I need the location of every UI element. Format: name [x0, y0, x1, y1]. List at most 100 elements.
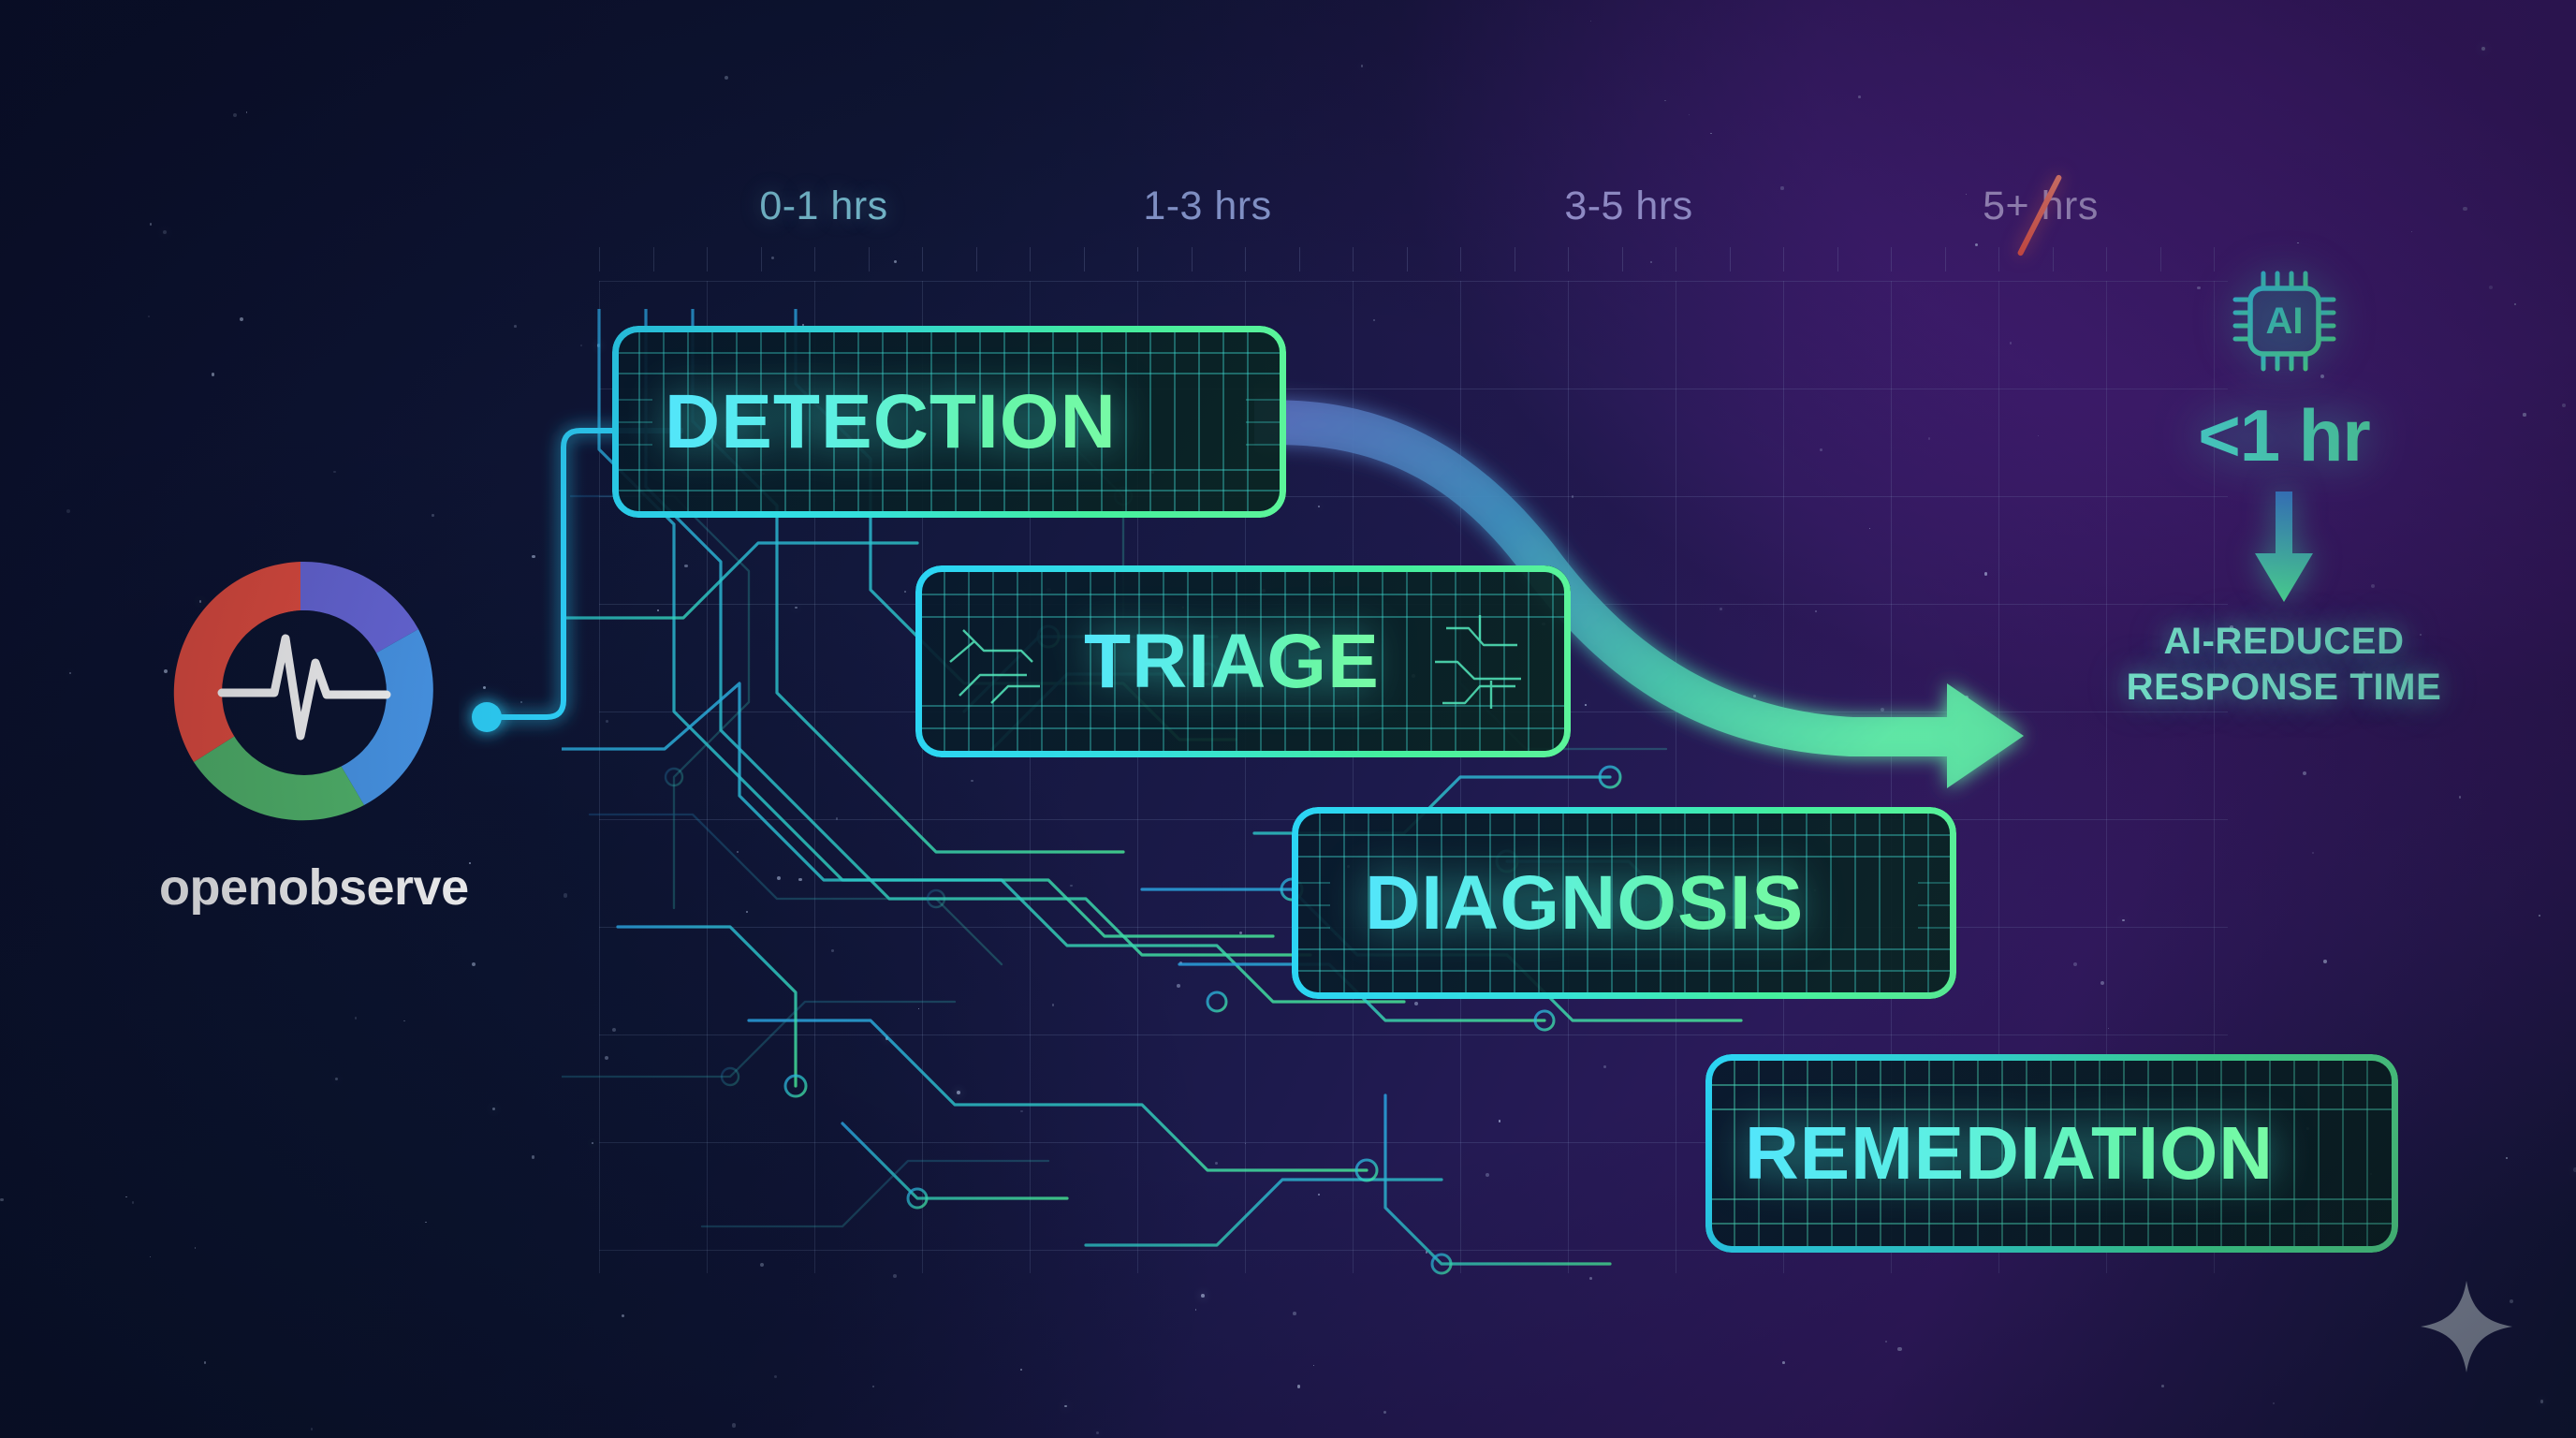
star-particle: [1020, 1369, 1023, 1372]
star-particle: [1781, 1361, 1785, 1365]
openobserve-pulse-ring-logo: [173, 561, 433, 821]
star-particle: [563, 893, 568, 898]
star-particle: [1312, 1365, 1314, 1367]
axis-tick: [760, 247, 762, 271]
chart-grid: [599, 247, 2228, 1273]
star-particle: [2230, 625, 2234, 630]
star-particle: [1177, 984, 1181, 989]
axis-label-1: 1-3 hrs: [1143, 183, 1271, 229]
axis-tick: [868, 247, 870, 271]
star-particle: [802, 324, 805, 327]
star-particle: [2489, 285, 2494, 290]
grid-line-vertical: [599, 281, 600, 1273]
axis-tick: [2106, 247, 2107, 271]
star-particle: [1603, 1064, 1606, 1068]
axis-tick: [1944, 247, 1946, 271]
star-particle: [1819, 448, 1822, 451]
axis-tick: [1621, 247, 1623, 271]
axis-tick: [814, 247, 815, 271]
star-particle: [1486, 1173, 1490, 1178]
axis-tick: [1191, 247, 1193, 271]
star-particle: [2573, 1167, 2576, 1172]
grid-line-horizontal: [599, 1034, 2228, 1035]
star-particle: [1975, 242, 1979, 246]
star-particle: [776, 875, 781, 880]
ai-caption-line-2: RESPONSE TIME: [2087, 665, 2481, 711]
star-particle: [903, 590, 906, 593]
grid-line-vertical: [1353, 281, 1354, 1273]
grid-line-vertical: [2214, 281, 2215, 1273]
star-particle: [432, 514, 434, 517]
star-particle: [2272, 1401, 2275, 1404]
axis-tick: [1353, 247, 1354, 271]
star-particle: [150, 223, 153, 226]
star-particle: [2523, 413, 2526, 417]
axis-tick: [1083, 247, 1085, 271]
axis-tick: [599, 247, 600, 271]
grid-line-vertical: [814, 281, 815, 1273]
grid-line-horizontal: [599, 1142, 2228, 1143]
star-particle: [310, 1428, 313, 1431]
star-particle: [2297, 242, 2299, 244]
grid-line-vertical: [1998, 281, 1999, 1273]
response-time-reduction-ribbon-arrow: [1254, 356, 2097, 805]
axis-tick: [707, 247, 708, 271]
star-particle: [1373, 318, 1376, 322]
star-particle: [2540, 1400, 2544, 1403]
star-particle: [425, 1221, 427, 1224]
star-particle: [1414, 1001, 1419, 1006]
axis-tick: [2214, 247, 2215, 271]
star-particle: [2514, 303, 2516, 305]
star-particle: [592, 1142, 593, 1145]
star-particle: [2161, 1385, 2164, 1388]
star-particle: [1571, 495, 1574, 499]
down-arrow-icon: [2255, 492, 2313, 602]
four-point-star-sparkle: [2415, 1275, 2518, 1383]
star-particle: [203, 1360, 207, 1364]
star-particle: [1649, 260, 1652, 264]
star-particle: [332, 470, 336, 474]
axis-tick: [2159, 247, 2161, 271]
star-particle: [872, 1386, 875, 1387]
time-axis-labels: 0-1 hrs1-3 hrs3-5 hrs5+ hrs: [599, 173, 2247, 257]
star-particle: [2411, 231, 2413, 233]
star-particle: [580, 344, 582, 346]
star-particle: [1383, 1410, 1387, 1414]
ai-summary-panel: AI <1 hr AI-REDUCED RESPONSE TIME: [2087, 262, 2481, 711]
star-particle: [232, 113, 237, 118]
axis-tick: [1030, 247, 1031, 271]
star-particle: [2458, 796, 2462, 799]
brand-logo-block[interactable]: openobserve: [159, 552, 469, 927]
star-particle: [520, 700, 522, 703]
star-particle: [622, 1313, 625, 1317]
star-particle: [605, 1056, 609, 1061]
star-particle: [2363, 670, 2366, 674]
star-particle: [1095, 1431, 1100, 1435]
star-particle: [147, 315, 150, 317]
star-particle: [1238, 932, 1242, 934]
axis-tick: [1729, 247, 1731, 271]
star-particle: [66, 508, 70, 513]
star-particle: [1868, 527, 1871, 530]
axis-tick: [1783, 247, 1784, 271]
star-particle: [2100, 980, 2104, 985]
star-particle: [468, 861, 472, 865]
axis-tick: [1837, 247, 1838, 271]
star-particle: [795, 606, 798, 609]
star-particle: [606, 720, 608, 723]
star-particle: [150, 1255, 152, 1258]
ai-chip-icon: AI: [2232, 271, 2336, 372]
star-particle: [2107, 1027, 2109, 1029]
axis-tick: [1460, 247, 1461, 271]
axis-tick: [975, 247, 977, 271]
star-particle: [2320, 374, 2324, 378]
grid-line-vertical: [1245, 281, 1246, 1273]
star-particle: [2010, 342, 2012, 345]
grid-line-vertical: [922, 281, 923, 1273]
star-particle: [1858, 95, 1861, 98]
star-particle: [2539, 914, 2541, 917]
star-particle: [774, 1374, 778, 1378]
star-particle: [2303, 770, 2306, 775]
